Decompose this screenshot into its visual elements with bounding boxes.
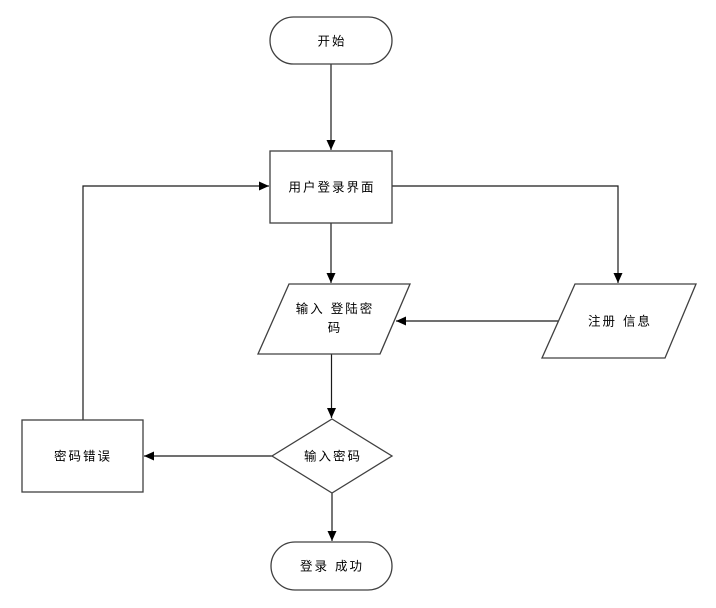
label-input-password: 输入 登陆密码	[295, 301, 375, 335]
node-register-info-parallelogram	[540, 283, 697, 359]
edge-password-error-to-login-ui	[82, 181, 269, 420]
node-check-password-decision	[270, 418, 394, 494]
nodes	[21, 16, 697, 591]
node-password-error-process	[21, 419, 144, 493]
label-start: 开始	[317, 33, 347, 49]
edge-login-ui-to-register-info	[392, 185, 623, 283]
node-login-success-terminator	[270, 541, 393, 591]
node-input-password-parallelogram	[257, 283, 411, 355]
label-register-info: 注册 信息	[588, 313, 652, 329]
node-login-ui-process	[269, 150, 393, 224]
label-login-ui: 用户登录界面	[288, 179, 376, 195]
label-check-password: 输入密码	[303, 448, 363, 464]
label-login-success: 登录 成功	[300, 558, 364, 574]
edges	[82, 64, 623, 541]
node-start-terminator	[269, 16, 393, 65]
label-password-error: 密码错误	[53, 448, 113, 464]
